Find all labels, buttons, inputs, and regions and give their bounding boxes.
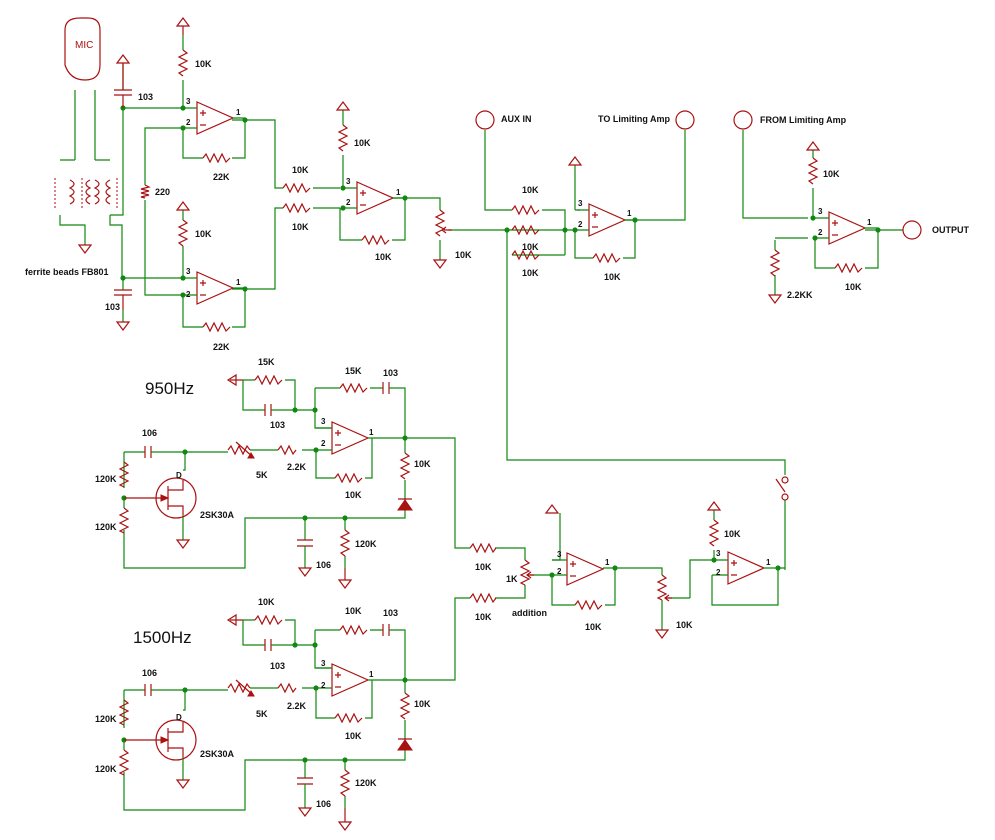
freq-950: 950Hz xyxy=(145,379,194,398)
r-10k: 10K xyxy=(345,606,362,616)
addition-label: addition xyxy=(512,608,547,618)
pot-10k: 10K xyxy=(676,620,693,630)
pot-5k: 5K xyxy=(256,470,268,480)
c-106: 106 xyxy=(142,668,157,678)
pot-5k: 5K xyxy=(256,709,268,719)
r-10k: 10K xyxy=(475,612,492,622)
r-10k: 10K xyxy=(845,282,862,292)
c-103: 103 xyxy=(270,661,285,671)
r-10k: 10K xyxy=(475,562,492,572)
pin: 3 xyxy=(578,199,583,208)
aux-in-label: AUX IN xyxy=(501,114,532,124)
c-103: 103 xyxy=(383,608,398,618)
freq-1500: 1500Hz xyxy=(133,628,192,647)
ferrite-label: ferrite beads FB801 xyxy=(25,267,109,277)
r-2.2k: 2.2K xyxy=(287,462,307,472)
r-2.2kk: 2.2KK xyxy=(787,290,813,300)
pin: 2 xyxy=(321,681,326,690)
pin: 2 xyxy=(186,118,191,127)
r-10k: 10K xyxy=(522,185,539,195)
pot-1k: 1K xyxy=(506,574,518,584)
r-10k: 10K xyxy=(345,731,362,741)
r-10k: 10K xyxy=(354,138,371,148)
r-10k: 10K xyxy=(195,229,212,239)
c-103: 103 xyxy=(138,92,153,102)
r-2.2k: 2.2K xyxy=(287,701,307,711)
pin: 2 xyxy=(818,228,823,237)
c-103: 103 xyxy=(105,302,120,312)
r-120k: 120K xyxy=(95,714,117,724)
pin: 3 xyxy=(186,267,191,276)
r-22k: 22K xyxy=(213,342,230,352)
pin: 1 xyxy=(369,428,374,437)
from-limiting-label: FROM Limiting Amp xyxy=(760,115,847,125)
pin: 3 xyxy=(321,659,326,668)
r-120k: 120K xyxy=(95,474,117,484)
pin: 1 xyxy=(867,218,872,227)
c-106: 106 xyxy=(316,799,331,809)
c-103: 103 xyxy=(383,368,398,378)
pin: 1 xyxy=(396,188,401,197)
c-106: 106 xyxy=(142,428,157,438)
pin-d: D xyxy=(176,471,182,480)
pin: 3 xyxy=(321,417,326,426)
r-120k: 120K xyxy=(95,764,117,774)
pin: 1 xyxy=(236,108,241,117)
pin-d: D xyxy=(176,713,182,722)
pin: 3 xyxy=(557,550,562,559)
r-10k: 10K xyxy=(414,459,431,469)
r-10k: 10K xyxy=(375,252,392,262)
pin: 2 xyxy=(578,220,583,229)
r-15k: 15K xyxy=(345,366,362,376)
wiring xyxy=(59,35,903,811)
r-120k: 120K xyxy=(355,539,377,549)
r-15k: 15K xyxy=(258,357,275,367)
r-10k: 10K xyxy=(195,59,212,69)
r-10k: 10K xyxy=(292,165,309,175)
pin: 2 xyxy=(321,439,326,448)
pin: 3 xyxy=(346,177,351,186)
c-103: 103 xyxy=(270,420,285,430)
c-106: 106 xyxy=(316,560,331,570)
labels: MIC ferrite beads FB801 10K 103 22K 220 10K 22K… xyxy=(25,40,970,809)
pin: 2 xyxy=(186,290,191,299)
pin: 3 xyxy=(716,549,721,558)
r-10k: 10K xyxy=(292,222,309,232)
junction-dots xyxy=(120,105,881,763)
jfet-label: 2SK30A xyxy=(200,510,235,520)
r-10k: 10K xyxy=(522,268,539,278)
r-10k: 10K xyxy=(258,597,275,607)
r-10k: 10K xyxy=(724,529,741,539)
mic-label: MIC xyxy=(75,40,93,51)
output-label: OUTPUT xyxy=(932,225,970,235)
r-120k: 120K xyxy=(95,522,117,532)
pin: 1 xyxy=(236,278,241,287)
r-220: 220 xyxy=(155,187,170,197)
r-10k: 10K xyxy=(585,622,602,632)
pin: 3 xyxy=(818,207,823,216)
pin: 1 xyxy=(605,558,610,567)
pin: 2 xyxy=(716,568,721,577)
pin: 3 xyxy=(186,97,191,106)
r-22k: 22K xyxy=(213,172,230,182)
pin: 1 xyxy=(627,209,632,218)
components xyxy=(54,17,922,831)
r-120k: 120K xyxy=(355,778,377,788)
r-10k: 10K xyxy=(604,272,621,282)
pot-10k: 10K xyxy=(455,250,472,260)
to-limiting-label: TO Limiting Amp xyxy=(598,114,670,124)
r-10k: 10K xyxy=(345,490,362,500)
r-10k: 10K xyxy=(823,169,840,179)
pin: 2 xyxy=(557,567,562,576)
r-10k: 10K xyxy=(522,242,539,252)
pin: 2 xyxy=(346,198,351,207)
jfet-label: 2SK30A xyxy=(200,749,235,759)
pin: 1 xyxy=(369,670,374,679)
r-10k: 10K xyxy=(414,699,431,709)
pin: 1 xyxy=(766,558,771,567)
